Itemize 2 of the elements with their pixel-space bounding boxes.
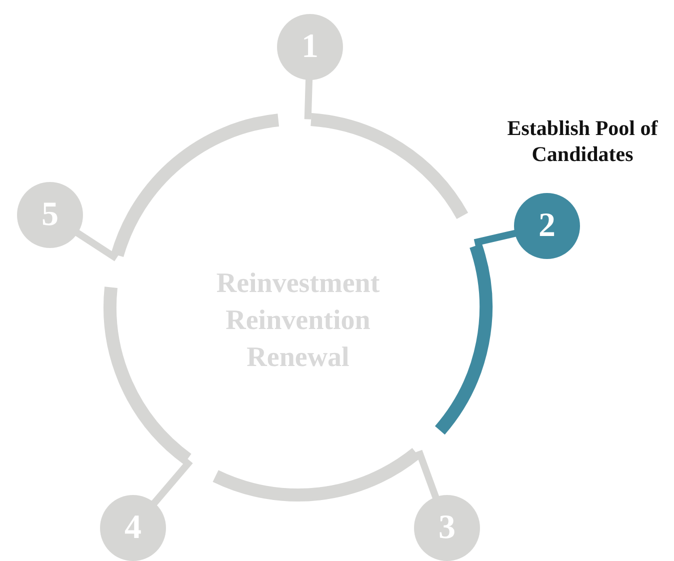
step-number-circle: 2 [514,193,580,259]
step-label: Establish Pool of Candidates [506,115,659,168]
